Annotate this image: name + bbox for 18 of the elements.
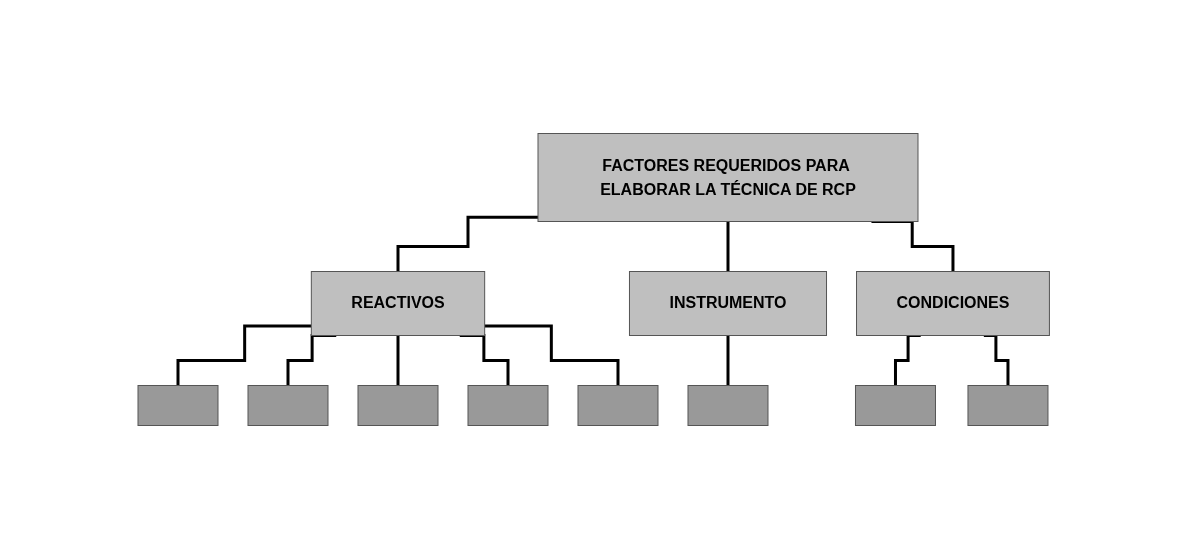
node-box bbox=[357, 385, 439, 426]
connector bbox=[484, 324, 620, 387]
connector bbox=[396, 215, 539, 273]
node-box bbox=[967, 385, 1049, 426]
node-box bbox=[855, 385, 937, 426]
node-box: INSTRUMENTO bbox=[629, 271, 828, 336]
node-box bbox=[247, 385, 329, 426]
connector bbox=[726, 220, 730, 273]
node-box: REACTIVOS bbox=[311, 271, 486, 336]
node-box: FACTORES REQUERIDOS PARA ELABORAR LA TÉCNICA DE RCP bbox=[537, 133, 919, 222]
connector bbox=[396, 334, 400, 387]
node-box bbox=[467, 385, 549, 426]
node-box: CONDICIONES bbox=[856, 271, 1051, 336]
node-box bbox=[137, 385, 219, 426]
connector bbox=[726, 334, 730, 387]
node-box bbox=[577, 385, 659, 426]
connector bbox=[176, 324, 312, 387]
node-box bbox=[687, 385, 769, 426]
